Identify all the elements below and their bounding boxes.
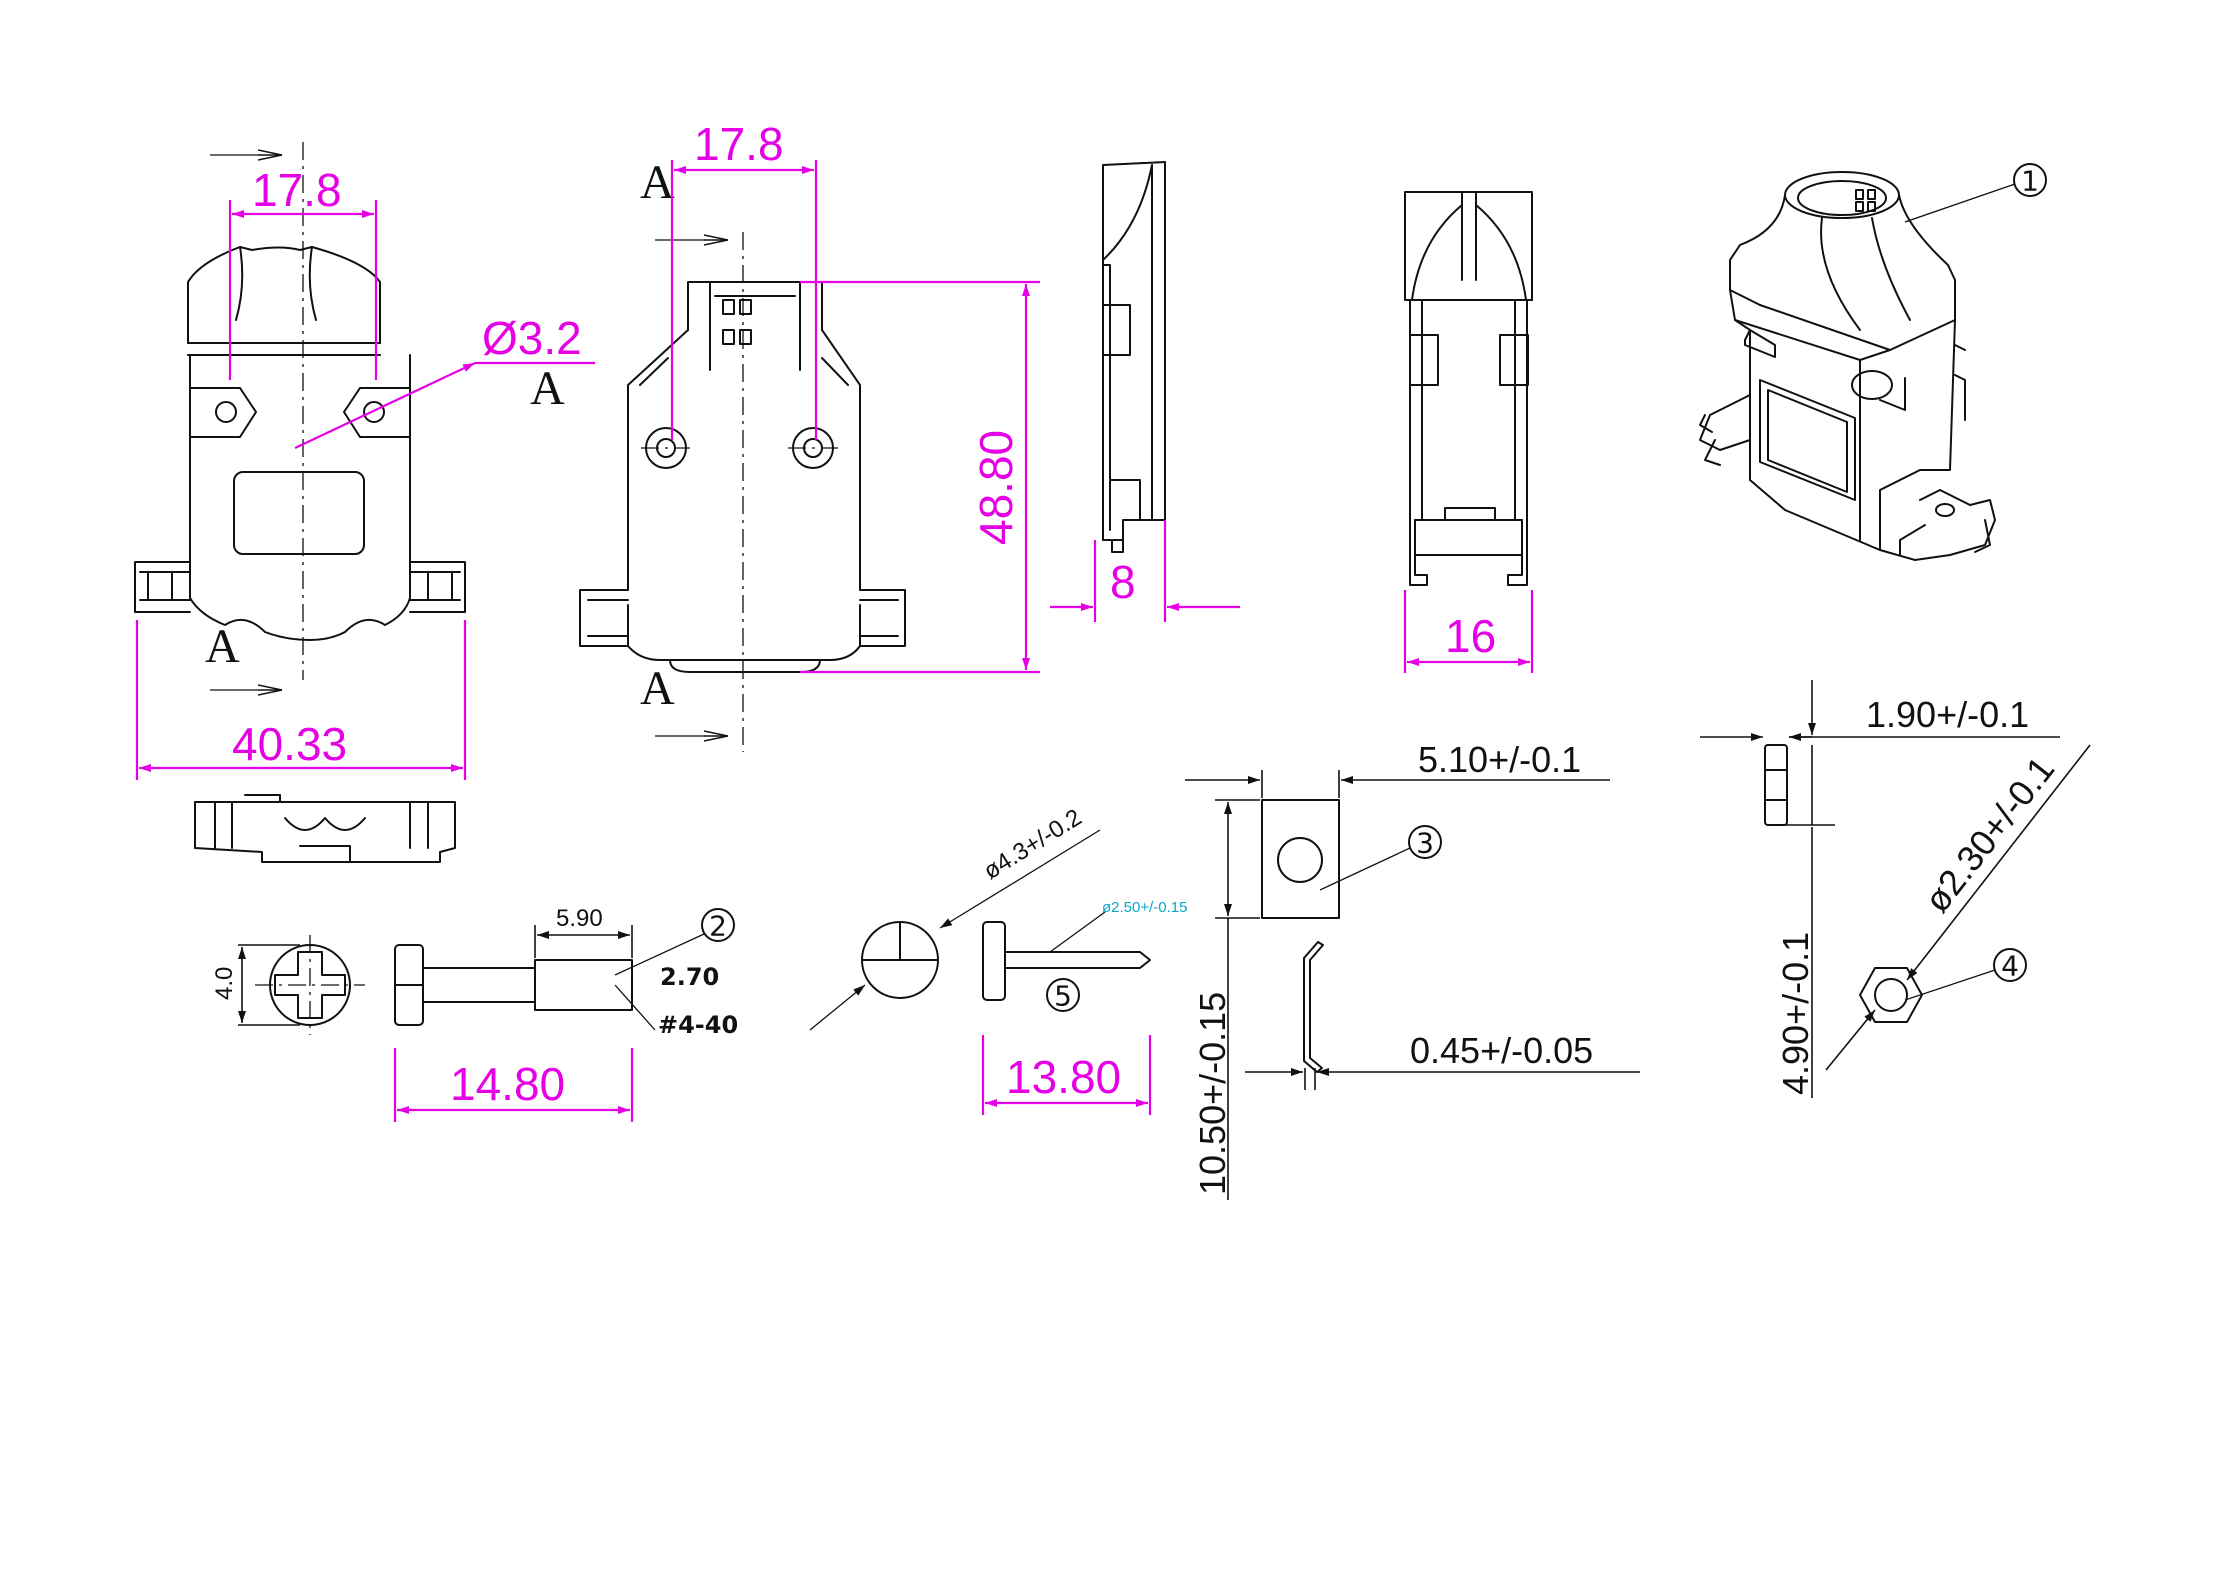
dim-screw-thread-len: 5.90	[556, 905, 603, 932]
section-mark-front-top: A	[530, 362, 565, 415]
dim-rear-slot-width: 17.8	[694, 118, 784, 170]
dim-side-depth: 16	[1445, 610, 1496, 662]
balloon-pin: 5	[1054, 980, 1072, 1013]
bottom-view	[194, 794, 456, 863]
side-view-wide: 16	[1403, 191, 1534, 673]
dim-screw-length: 14.80	[450, 1058, 565, 1110]
section-mark-rear-top: A	[640, 156, 675, 209]
section-mark-rear-bottom: A	[640, 662, 675, 715]
dim-screw-thread-dia: 2.70	[660, 963, 719, 991]
dim-overall-height: 48.80	[970, 430, 1022, 545]
pin-detail: ø4.3+/-0.2 ø2.50+/-0.15 5 13.80	[809, 804, 1187, 1115]
dim-clip-height: 10.50+/-0.15	[1192, 992, 1233, 1195]
screw-detail: 4.0 5.90 2 2.70 #4-40 14.80	[211, 905, 738, 1122]
clip-detail: 5.10+/-0.1 3 10.50+/-0.15 0.45+/-0.05	[1185, 739, 1640, 1200]
dim-clip-width: 5.10+/-0.1	[1418, 739, 1581, 780]
front-view: A 17.8 Ø3.2 A 40.33	[134, 142, 595, 780]
isometric-view: 1	[1699, 163, 2047, 561]
section-mark-front-bottom: A	[205, 620, 240, 673]
side-view-narrow: 8	[1050, 161, 1240, 622]
dim-side-offset: 8	[1110, 556, 1136, 608]
rear-view: A A 17.8 48.80	[579, 118, 1040, 752]
dim-nut-width: 4.90+/-0.1	[1775, 932, 1816, 1095]
dim-clip-thickness: 0.45+/-0.05	[1410, 1030, 1593, 1071]
balloon-screw: 2	[709, 910, 727, 943]
nut-detail: 1.90+/-0.1 4.90+/-0.1 ø2.30+/-0.1 4	[1700, 680, 2091, 1098]
balloon-clip: 3	[1416, 827, 1434, 860]
dim-overall-width: 40.33	[232, 718, 347, 770]
balloon-housing: 1	[2021, 165, 2039, 198]
balloon-nut: 4	[2001, 950, 2019, 983]
dim-screw-head-dia: 4.0	[211, 967, 238, 1000]
dim-pin-dia: ø2.50+/-0.15	[1102, 899, 1187, 916]
dim-front-slot-width: 17.8	[252, 164, 342, 216]
dim-nut-hole-dia: ø2.30+/-0.1	[1916, 749, 2062, 920]
dim-screw-thread-type: #4-40	[658, 1011, 738, 1039]
dim-hole-diameter: Ø3.2	[482, 312, 582, 364]
dim-pin-length: 13.80	[1006, 1051, 1121, 1103]
dim-pin-head-dia: ø4.3+/-0.2	[979, 804, 1087, 885]
dim-nut-thickness: 1.90+/-0.1	[1866, 694, 2029, 735]
